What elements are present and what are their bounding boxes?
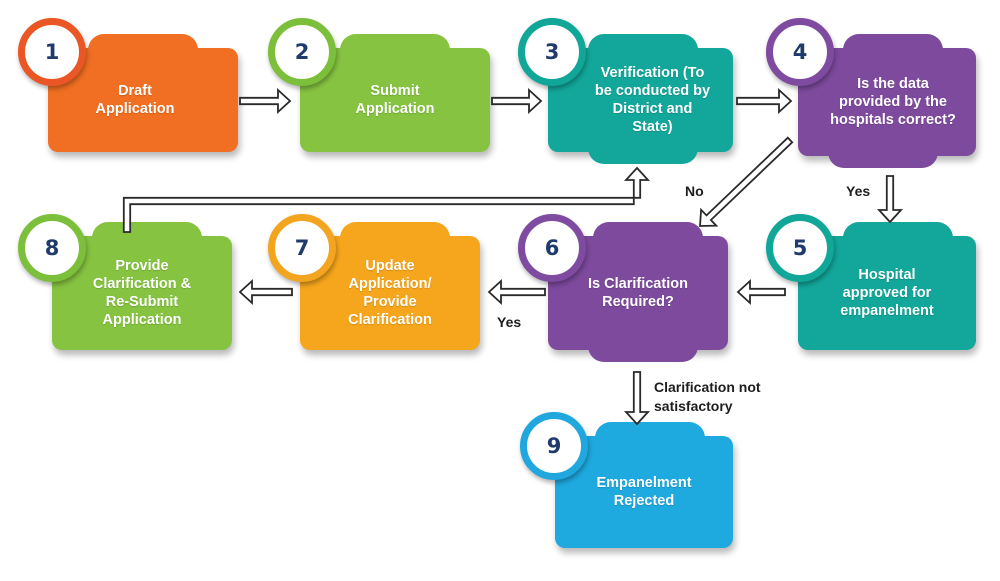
arrow-1-to-2 bbox=[239, 87, 292, 115]
arrow-2-to-3 bbox=[491, 87, 543, 115]
step-5-hospital-approved: Hospital approved for empanelment bbox=[798, 222, 976, 350]
step-4-number: 4 bbox=[792, 40, 808, 64]
step-3-label: Verification (To be conducted by Distric… bbox=[594, 65, 711, 135]
step-6-number-badge: 6 bbox=[518, 214, 586, 282]
edge-label-clarification-not-satisfactory: Clarification not satisfactory bbox=[654, 379, 761, 414]
arrow-5-to-6 bbox=[736, 278, 786, 306]
step-2-number: 2 bbox=[294, 40, 310, 64]
step-5-number-badge: 5 bbox=[766, 214, 834, 282]
step-5-label: Hospital approved for empanelment bbox=[840, 267, 934, 319]
edge-label-no: No bbox=[685, 183, 704, 199]
step-9-number-badge: 9 bbox=[520, 412, 588, 480]
arrow-3-to-4 bbox=[736, 87, 793, 115]
step-7-number: 7 bbox=[294, 236, 310, 260]
step-2-number-badge: 2 bbox=[268, 18, 336, 86]
step-9-number: 9 bbox=[546, 434, 562, 458]
step-3-verification: Verification (To be conducted by Distric… bbox=[548, 34, 733, 164]
step-3-number: 3 bbox=[544, 40, 560, 64]
step-8-number-badge: 8 bbox=[18, 214, 86, 282]
arrow-4-to-5-yes bbox=[876, 175, 904, 224]
step-8-label: Provide Clarification & Re-Submit Applic… bbox=[92, 258, 192, 328]
step-7-number-badge: 7 bbox=[268, 214, 336, 282]
step-4-number-badge: 4 bbox=[766, 18, 834, 86]
step-6-clarification-required-decision: Is Clarification Required? bbox=[548, 222, 728, 362]
arrow-6-to-7-yes bbox=[487, 278, 546, 306]
step-5-number: 5 bbox=[792, 236, 808, 260]
step-1-label: Draft Application bbox=[95, 83, 175, 117]
arrow-6-to-9-not-satisfactory bbox=[623, 371, 651, 426]
step-1-number-badge: 1 bbox=[18, 18, 86, 86]
step-1-draft-application: Draft Application bbox=[48, 34, 238, 152]
step-9-label: Empanelment Rejected bbox=[596, 475, 692, 509]
edge-label-yes-6-7: Yes bbox=[497, 314, 522, 330]
step-1-number: 1 bbox=[44, 40, 60, 64]
step-2-label: Submit Application bbox=[355, 83, 435, 117]
step-6-number: 6 bbox=[544, 236, 560, 260]
step-7-label: Update Application/ Provide Clarificatio… bbox=[348, 258, 432, 328]
edge-label-yes-4-5: Yes bbox=[846, 183, 871, 199]
step-7-update-application: Update Application/ Provide Clarificatio… bbox=[300, 222, 480, 350]
step-4-label: Is the data provided by the hospitals co… bbox=[830, 76, 956, 128]
arrow-7-to-8 bbox=[238, 278, 293, 306]
step-8-number: 8 bbox=[44, 236, 60, 260]
step-6-label: Is Clarification Required? bbox=[588, 276, 688, 310]
step-3-number-badge: 3 bbox=[518, 18, 586, 86]
step-2-submit-application: Submit Application bbox=[300, 34, 490, 152]
